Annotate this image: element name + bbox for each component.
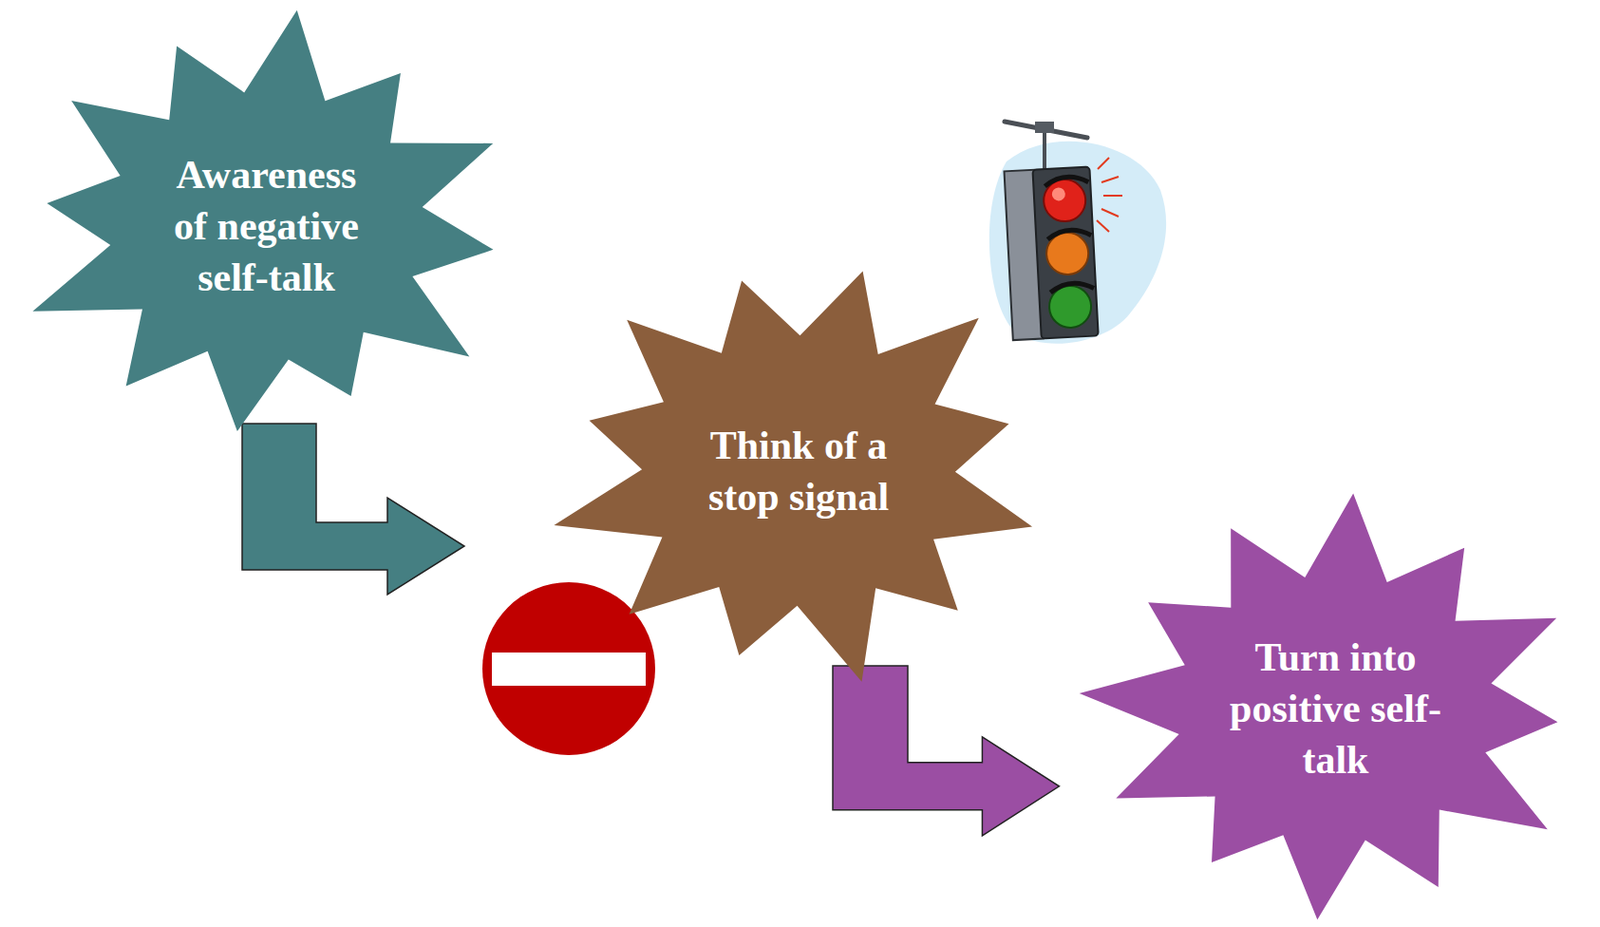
- bent-arrow: [242, 423, 465, 595]
- starburst-shape: [1079, 492, 1559, 920]
- starburst-box: Think of a stop signal: [545, 252, 1052, 689]
- body-front: [1032, 167, 1098, 339]
- starburst-shape: [553, 270, 1033, 681]
- node-text: Turn into positive self-talk: [1214, 631, 1457, 786]
- visor: [1044, 175, 1089, 187]
- node-text: Think of a stop signal: [692, 419, 906, 523]
- bent-arrow: [832, 665, 1059, 836]
- red-light-rays: [1096, 157, 1123, 232]
- signal-body: [1004, 167, 1099, 340]
- starburst-outline: [545, 252, 1052, 689]
- visor: [1050, 282, 1094, 293]
- visor: [1047, 228, 1092, 240]
- glow-background: [989, 141, 1167, 344]
- starburst-box: Awareness of negative self-talk: [12, 8, 521, 444]
- node-text: Awareness of negative self-talk: [164, 149, 369, 303]
- pole-mount: [1042, 127, 1047, 170]
- sign-bar: [491, 652, 646, 686]
- starburst-shape: [32, 10, 493, 432]
- no-entry-sign: [482, 582, 656, 755]
- traffic-light-illustration: [989, 121, 1167, 344]
- pole-clamp: [1035, 121, 1055, 133]
- starburst-box: Turn into positive self-talk: [1078, 492, 1592, 924]
- sign-disc: [482, 582, 656, 755]
- red-light-shine: [1051, 187, 1066, 202]
